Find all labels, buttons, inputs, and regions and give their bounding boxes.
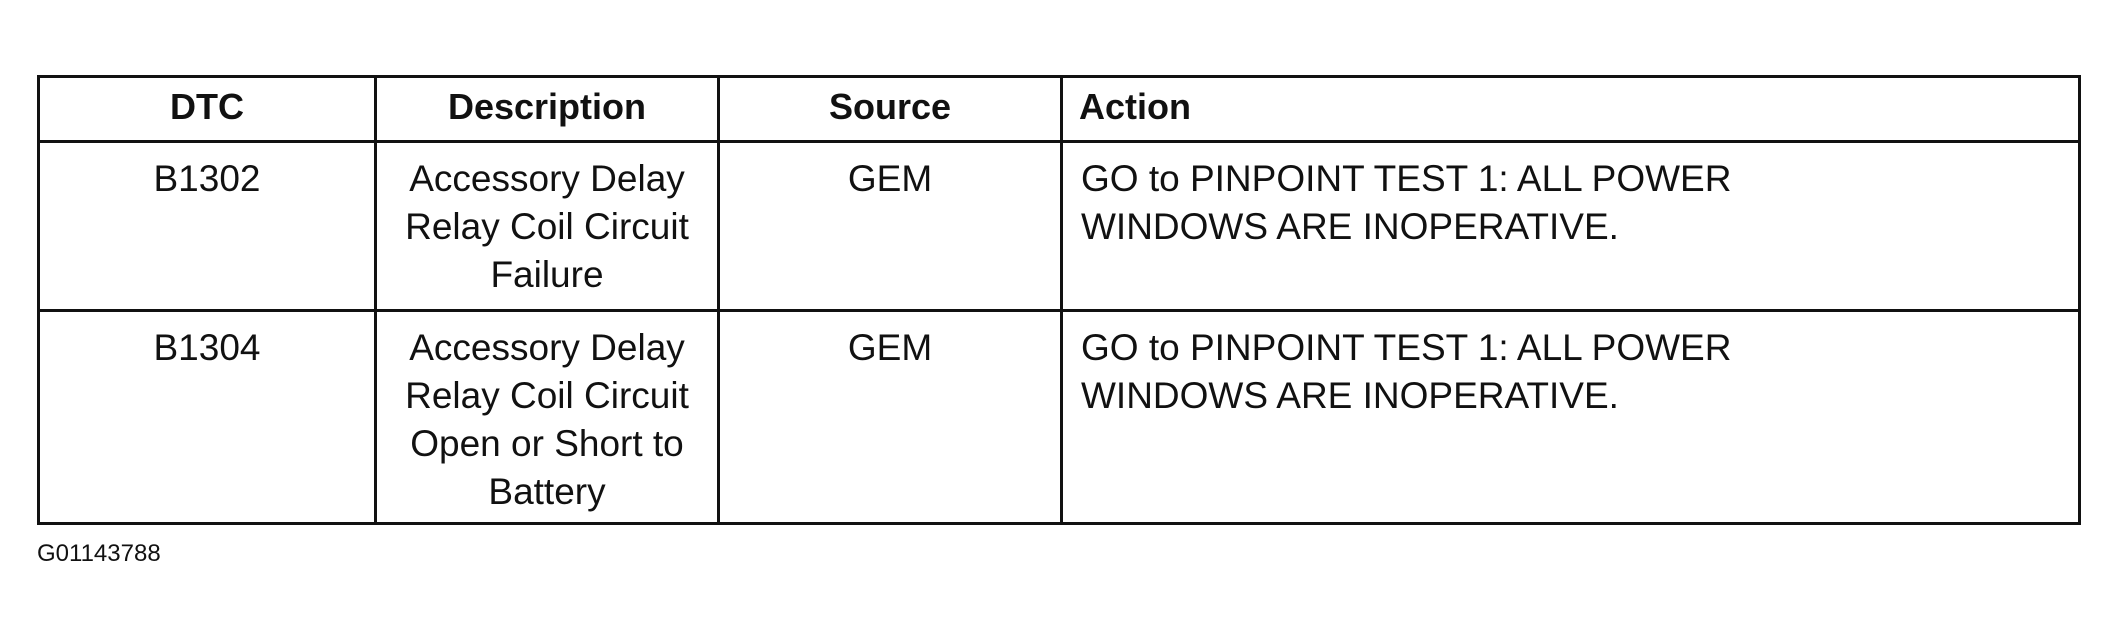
description-line: Relay Coil Circuit: [405, 206, 689, 247]
action-line: WINDOWS ARE INOPERATIVE.: [1081, 206, 1619, 247]
action-line: WINDOWS ARE INOPERATIVE.: [1081, 375, 1619, 416]
dtc-table: DTC Description Source Action B1302 Acce…: [37, 75, 2081, 525]
description-line: Open or Short to: [410, 423, 684, 464]
figure-id: G01143788: [37, 540, 161, 567]
dtc-cell: B1304: [37, 309, 377, 525]
source-cell: GEM: [717, 140, 1063, 312]
action-cell: GO to PINPOINT TEST 1: ALL POWER WINDOWS…: [1060, 140, 2081, 312]
description-cell: Accessory Delay Relay Coil Circuit Failu…: [374, 140, 720, 312]
header-description: Description: [374, 75, 720, 143]
action-line: GO to PINPOINT TEST 1: ALL POWER: [1081, 327, 1732, 368]
description-line: Battery: [488, 471, 606, 512]
table-row: B1302 Accessory Delay Relay Coil Circuit…: [37, 140, 2081, 312]
description-cell: Accessory Delay Relay Coil Circuit Open …: [374, 309, 720, 525]
action-cell: GO to PINPOINT TEST 1: ALL POWER WINDOWS…: [1060, 309, 2081, 525]
description-line: Failure: [490, 254, 604, 295]
header-source: Source: [717, 75, 1063, 143]
table-header-row: DTC Description Source Action: [37, 75, 2081, 143]
action-line: GO to PINPOINT TEST 1: ALL POWER: [1081, 158, 1732, 199]
description-line: Accessory Delay: [409, 158, 685, 199]
description-line: Relay Coil Circuit: [405, 375, 689, 416]
header-action: Action: [1060, 75, 2081, 143]
description-line: Accessory Delay: [409, 327, 685, 368]
header-dtc: DTC: [37, 75, 377, 143]
table-row: B1304 Accessory Delay Relay Coil Circuit…: [37, 309, 2081, 525]
source-cell: GEM: [717, 309, 1063, 525]
dtc-cell: B1302: [37, 140, 377, 312]
